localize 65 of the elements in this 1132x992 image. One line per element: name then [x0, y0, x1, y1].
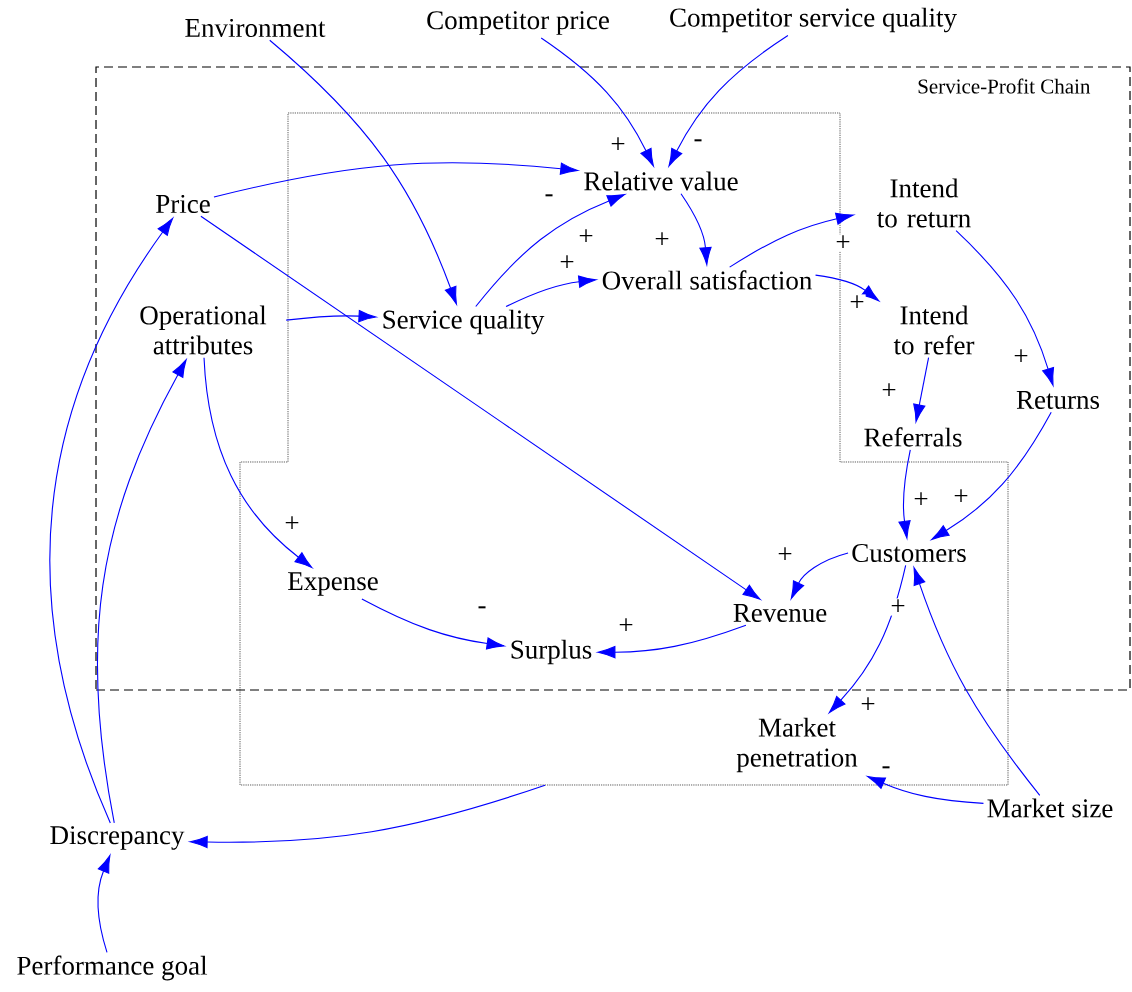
variable-label: Competitor service quality — [670, 7, 957, 33]
arrow — [269, 39, 457, 305]
arrow — [203, 357, 313, 569]
arrow — [680, 193, 712, 266]
variable-label: Service quality — [383, 309, 545, 335]
arrow — [213, 162, 579, 198]
variable-label: Competitor price — [427, 11, 609, 35]
variable-label: Customers — [852, 543, 966, 563]
variable-label: Revenue — [733, 604, 827, 622]
arrow — [668, 34, 789, 167]
arrow — [505, 275, 597, 308]
variable-label: Performance goal — [17, 955, 208, 981]
variable-label: Relative value — [584, 171, 738, 191]
variable-label: Intend to refer — [893, 305, 975, 355]
polarity-sign: - — [692, 138, 704, 148]
arrow — [898, 449, 911, 539]
arrow — [285, 310, 377, 323]
polarity-sign: + — [889, 598, 907, 616]
arrow — [815, 274, 880, 302]
arrow — [955, 230, 1055, 386]
arrow — [97, 854, 111, 953]
variable-label: Surplus — [511, 639, 592, 665]
arrow — [913, 567, 1041, 796]
arrow — [867, 775, 984, 804]
variable-label: Expense — [288, 572, 378, 596]
polarity-sign: - — [543, 193, 555, 203]
variable-label: Intend to return — [877, 178, 971, 228]
polarity-sign: + — [859, 696, 877, 714]
polarity-sign: + — [912, 491, 930, 509]
arrow — [475, 194, 626, 308]
variable-label: Referrals — [864, 427, 962, 447]
arrow — [597, 624, 747, 659]
polarity-sign: + — [952, 488, 970, 506]
variable-label: Environment — [185, 18, 326, 38]
arrow — [931, 411, 1052, 540]
arrow — [790, 552, 849, 600]
variable-label: Price — [156, 194, 210, 214]
variable-label: Returns — [1016, 391, 1100, 409]
polarity-sign: + — [834, 234, 852, 252]
polarity-sign: + — [577, 228, 595, 246]
polarity-sign: + — [880, 382, 898, 400]
variable-label: Discrepancy — [50, 826, 185, 850]
arrow — [540, 37, 654, 167]
variable-label: Overall satisfaction — [602, 270, 812, 290]
polarity-sign: + — [653, 231, 671, 249]
variable-label: Market size — [987, 798, 1113, 818]
variable-label: Operational attributes — [140, 305, 267, 355]
variable-label: Market penetration — [736, 717, 858, 773]
polarity-sign: - — [476, 605, 488, 615]
arrow — [96, 359, 187, 824]
polarity-sign: + — [848, 294, 866, 312]
arrow — [361, 598, 505, 650]
arrow — [49, 217, 174, 824]
polarity-sign: + — [558, 254, 576, 272]
polarity-sign: - — [880, 765, 892, 775]
arrow — [200, 215, 761, 600]
polarity-sign: + — [609, 136, 627, 154]
arrow — [189, 784, 546, 849]
polarity-sign: + — [776, 546, 794, 564]
arrow — [729, 212, 854, 268]
arrow — [828, 564, 907, 714]
polarity-sign: + — [617, 617, 635, 635]
arrow — [913, 357, 930, 423]
polarity-sign: + — [283, 515, 301, 533]
polarity-sign: + — [1012, 348, 1030, 366]
